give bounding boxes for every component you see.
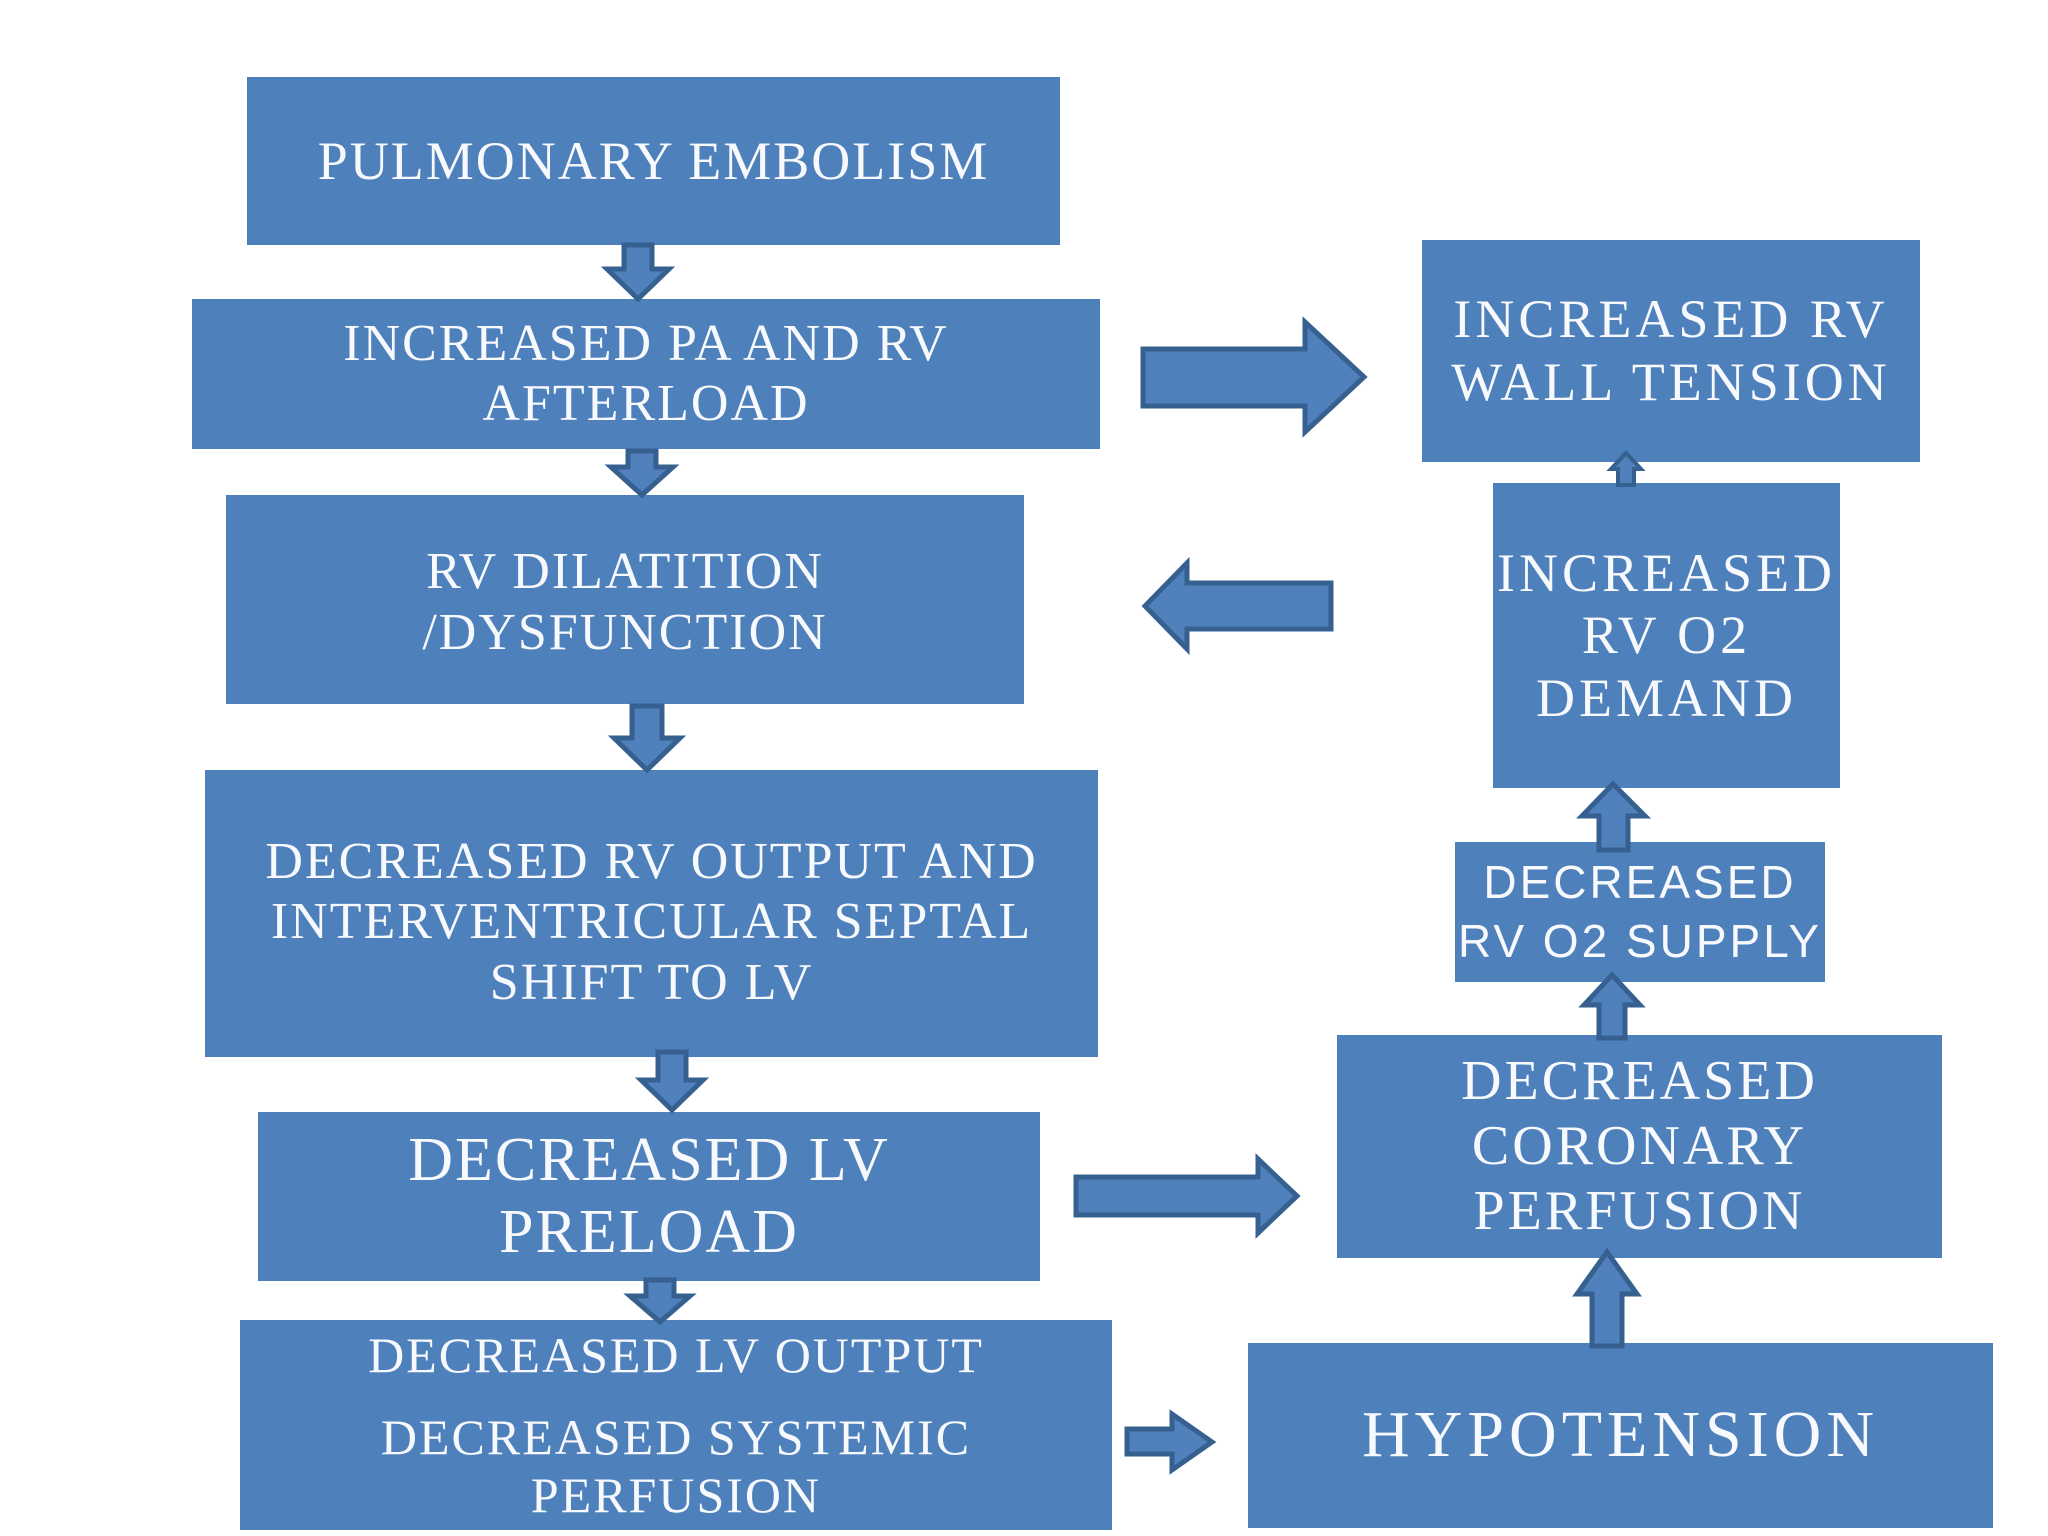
box-label: PULMONARY EMBOLISM <box>317 130 990 191</box>
box-decreased-rv-o2-supply: DECREASED RV O2 SUPPLY <box>1455 842 1825 982</box>
box-label: PRELOAD <box>499 1197 799 1266</box>
arrow-down-icon <box>634 1049 710 1114</box>
arrow-up-icon <box>1606 450 1646 487</box>
box-rv-dilatition-dysfunction: RV DILATITION /DYSFUNCTION <box>226 495 1024 704</box>
arrow-up-icon <box>1572 1247 1642 1349</box>
arrow-up-icon <box>1578 971 1646 1041</box>
box-label: CORONARY <box>1471 1115 1808 1178</box>
box-label: DEMAND <box>1536 667 1797 728</box>
box-decreased-lv-preload: DECREASED LV PRELOAD <box>258 1112 1040 1281</box>
box-label: DECREASED RV OUTPUT AND <box>265 833 1038 890</box>
arrow-down-icon <box>604 448 680 499</box>
box-label: DECREASED <box>1483 856 1797 909</box>
box-hypotension: HYPOTENSION <box>1248 1343 1993 1528</box>
arrow-down-icon <box>600 242 676 303</box>
box-label: HYPOTENSION <box>1362 1398 1879 1472</box>
box-label: INCREASED <box>1496 542 1836 603</box>
box-decreased-coronary-perfusion: DECREASED CORONARY PERFUSION <box>1337 1035 1942 1258</box>
arrow-right-icon <box>1124 1409 1217 1475</box>
box-label: INCREASED RV <box>1453 289 1889 350</box>
box-label: RV O2 <box>1581 605 1752 666</box>
box-decreased-rv-output-septal-shift: DECREASED RV OUTPUT AND INTERVENTRICULAR… <box>205 770 1098 1057</box>
box-label: RV DILATITION <box>426 543 824 601</box>
arrow-up-icon <box>1576 780 1652 853</box>
box-label: PERFUSION <box>1473 1179 1806 1242</box>
box-label: DECREASED LV <box>408 1125 890 1194</box>
box-label: INTERVENTRICULAR SEPTAL <box>270 893 1033 951</box>
arrow-down-icon <box>607 703 687 774</box>
box-increased-pa-rv-afterload: INCREASED PA AND RV AFTERLOAD <box>192 299 1100 449</box>
box-label: DECREASED SYSTEMIC <box>380 1409 972 1465</box>
box-label: DECREASED LV OUTPUT <box>368 1327 984 1383</box>
arrow-left-icon <box>1141 556 1334 656</box>
box-label: /DYSFUNCTION <box>422 603 828 661</box>
box-label: SHIFT TO LV <box>489 953 814 1011</box>
box-increased-rv-wall-tension: INCREASED RV WALL TENSION <box>1422 240 1920 462</box>
box-label: AFTERLOAD <box>482 375 810 432</box>
box-increased-rv-o2-demand: INCREASED RV O2 DEMAND <box>1493 483 1840 788</box>
box-label: INCREASED PA AND RV <box>343 314 949 372</box>
box-decreased-lv-output-systemic-perfusion: DECREASED LV OUTPUT DECREASED SYSTEMIC P… <box>240 1320 1112 1530</box>
box-label: RV O2 SUPPLY <box>1457 915 1823 967</box>
arrow-right-icon <box>1140 316 1368 438</box>
box-label: PERFUSION <box>530 1467 822 1523</box>
box-label: DECREASED <box>1461 1050 1818 1113</box>
arrow-right-icon <box>1073 1153 1301 1239</box>
box-label: WALL TENSION <box>1451 352 1891 412</box>
box-pulmonary-embolism: PULMONARY EMBOLISM <box>247 77 1060 245</box>
arrow-down-icon <box>623 1277 697 1326</box>
